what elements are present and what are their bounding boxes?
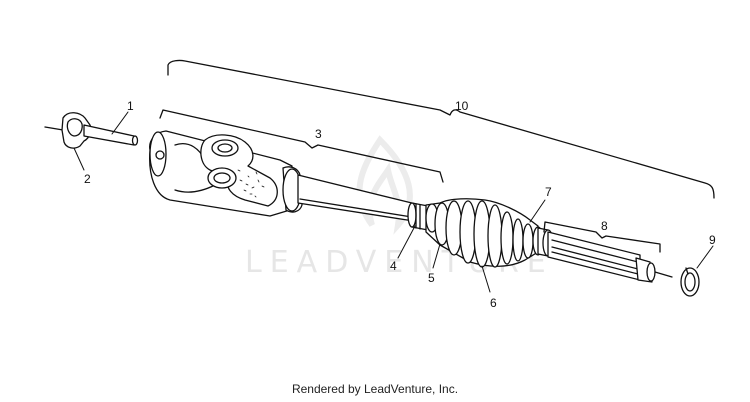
cv-boot-part <box>425 198 544 268</box>
callout-7: 7 <box>545 185 552 199</box>
leader-9 <box>696 245 714 269</box>
footer-credit: Rendered by LeadVenture, Inc. <box>291 382 459 396</box>
bracket-3 <box>159 109 444 183</box>
snap-ring-part <box>680 267 700 297</box>
callout-9: 9 <box>709 233 716 247</box>
callout-10: 10 <box>455 99 469 113</box>
leader-2 <box>73 147 85 171</box>
callout-6: 6 <box>490 296 497 310</box>
splined-shaft-part <box>547 231 673 283</box>
clamp-ring-part <box>407 202 429 231</box>
callout-4: 4 <box>390 259 397 273</box>
callout-1: 1 <box>127 99 134 113</box>
cv-joint-housing-part <box>149 130 303 217</box>
callout-8: 8 <box>601 219 608 233</box>
leader-1 <box>111 111 129 135</box>
callout-3: 3 <box>315 127 322 141</box>
leader-5 <box>432 243 441 269</box>
leader-4 <box>397 225 416 259</box>
retainer-plate-part <box>44 112 92 149</box>
bracket-8 <box>543 221 661 253</box>
callout-5: 5 <box>428 271 435 285</box>
leader-7 <box>529 199 546 223</box>
leader-6 <box>481 265 491 293</box>
bracket-10 <box>167 59 715 199</box>
callout-labels: 1 2 3 4 5 6 7 8 9 10 <box>84 99 716 310</box>
callout-2: 2 <box>84 172 91 186</box>
pin-part <box>83 124 139 146</box>
